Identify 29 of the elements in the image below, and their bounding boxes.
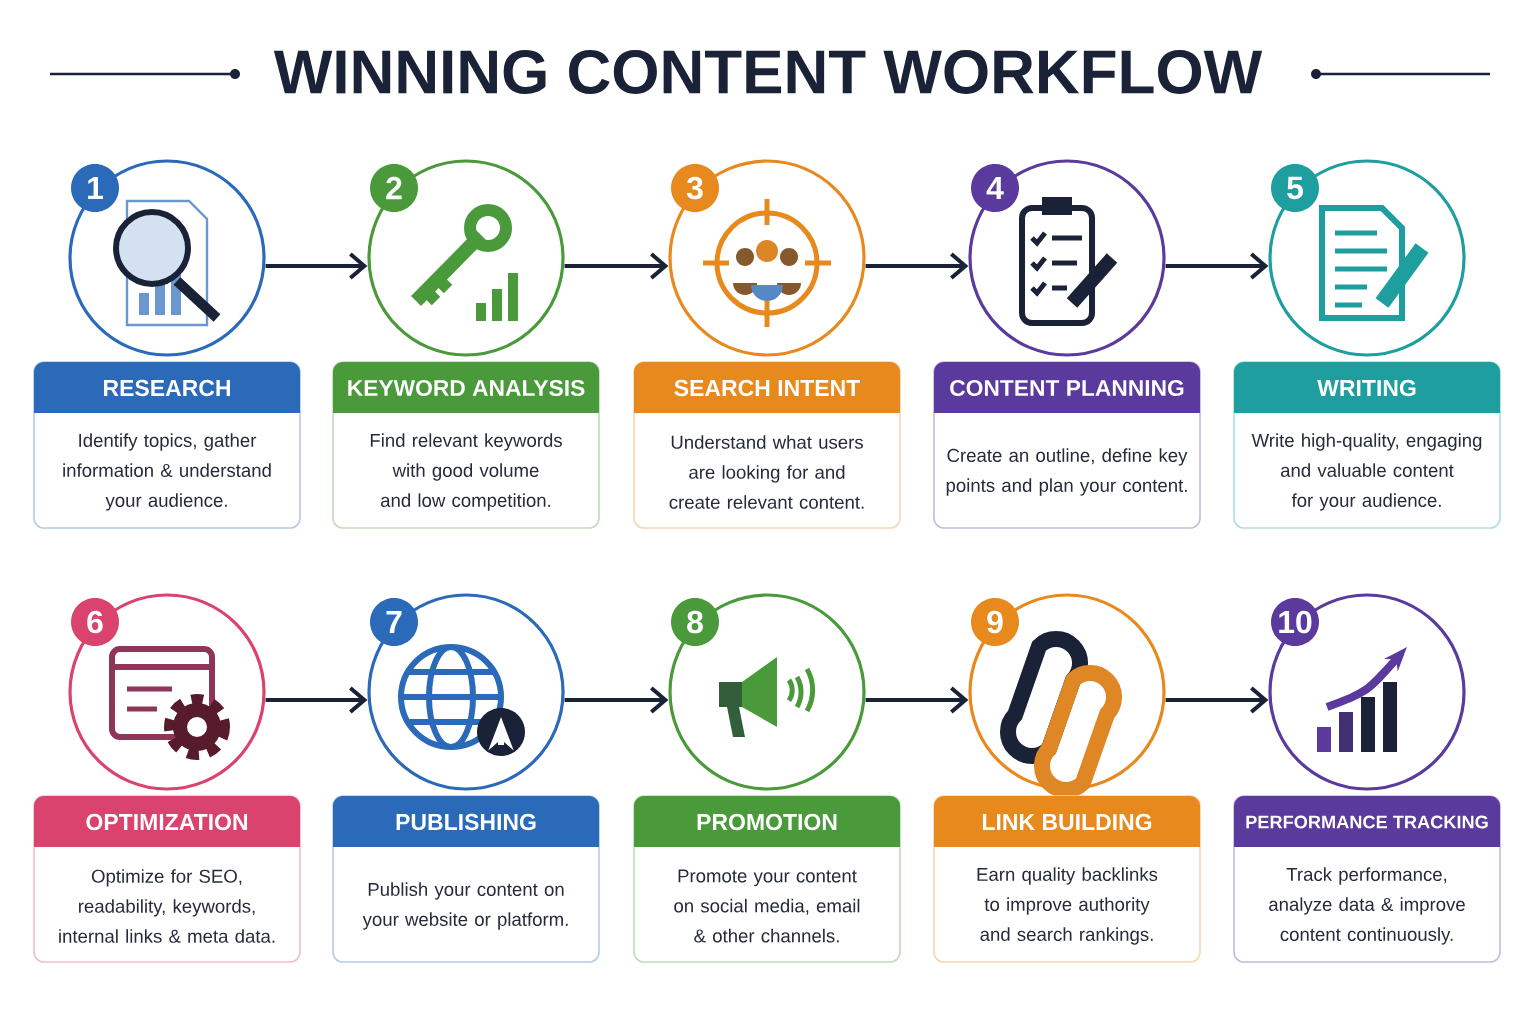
step-card: WRITING Write high-quality, engaging and valuable content for your audience. bbox=[1233, 361, 1501, 529]
number-badge: 9 bbox=[971, 598, 1019, 646]
number-badge: 2 bbox=[370, 164, 418, 212]
number-badge: 1 bbox=[71, 164, 119, 212]
step-card: PERFORMANCE TRACKING Track performance, analyze data & improve content continuously. bbox=[1233, 795, 1501, 963]
number-badge: 10 bbox=[1271, 598, 1319, 646]
arrow bbox=[865, 686, 969, 714]
step-card: CONTENT PLANNING Create an outline, define key points and plan your content. bbox=[933, 361, 1201, 529]
step-card: PUBLISHING Publish your content on your website or platform. bbox=[332, 795, 600, 963]
number-badge: 3 bbox=[671, 164, 719, 212]
arrow bbox=[1165, 252, 1269, 280]
arrow bbox=[564, 252, 669, 280]
number-badge: 5 bbox=[1271, 164, 1319, 212]
arrow bbox=[564, 686, 669, 714]
step-card: RESEARCH Identify topics, gather information & understand your audience. bbox=[33, 361, 301, 529]
number-badge: 4 bbox=[971, 164, 1019, 212]
number-badge: 6 bbox=[71, 598, 119, 646]
arrow bbox=[265, 686, 368, 714]
arrow bbox=[865, 252, 969, 280]
step-card: KEYWORD ANALYSIS Find relevant keywords with good volume and low competition. bbox=[332, 361, 600, 529]
step-card: LINK BUILDING Earn quality backlinks to improve authority and search rankings. bbox=[933, 795, 1201, 963]
arrow bbox=[1165, 686, 1269, 714]
number-badge: 8 bbox=[671, 598, 719, 646]
title: WINNING CONTENT WORKFLOW bbox=[273, 50, 1263, 94]
step-card: PROMOTION Promote your content on social media, email & other channels. bbox=[633, 795, 901, 963]
arrow bbox=[265, 252, 368, 280]
step-card: OPTIMIZATION Optimize for SEO, readability, keywords, internal links & meta data. bbox=[33, 795, 301, 963]
step-card: SEARCH INTENT Understand what users are looking for and create relevant content. bbox=[633, 361, 901, 529]
number-badge: 7 bbox=[370, 598, 418, 646]
